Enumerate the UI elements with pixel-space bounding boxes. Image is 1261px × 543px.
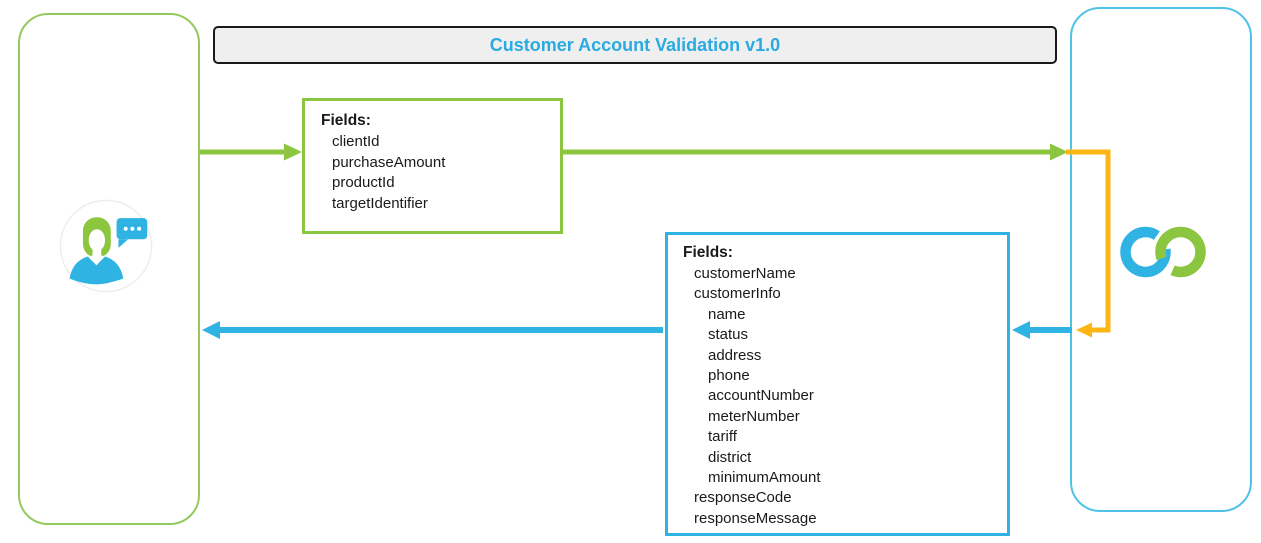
customer-lane: [18, 13, 200, 525]
field-item: accountNumber: [708, 387, 814, 405]
field-item: address: [708, 346, 762, 364]
field-item: targetIdentifier: [332, 194, 428, 212]
field-item: customerName: [694, 265, 796, 282]
request-fields-title: Fields:: [321, 112, 371, 129]
field-item: name: [708, 305, 746, 323]
request-arrowhead-into-system: [1050, 143, 1068, 161]
field-item: district: [708, 448, 752, 466]
field-item: tariff: [708, 428, 737, 446]
diagram-title-bar: Customer Account Validation v1.0: [213, 26, 1057, 64]
field-item: responseCode: [694, 489, 792, 507]
field-item: status: [708, 326, 749, 344]
request-fields-list: clientId purchaseAmount productId targetIde…: [321, 132, 560, 214]
request-fields-box: Fields: clientId purchaseAmount productId t…: [302, 98, 563, 234]
response-fields-box: Fields: customerName customerInfo name stat…: [665, 232, 1010, 536]
field-item: phone: [708, 367, 750, 385]
field-item: purchaseAmount: [332, 153, 446, 171]
response-fields-list: customerName customerInfo name status addres…: [683, 264, 1007, 529]
field-item: customerInfo: [694, 285, 781, 303]
field-item: minimumAmount: [708, 469, 821, 487]
response-fields-title: Fields:: [683, 244, 733, 261]
request-arrowhead-into-box: [284, 143, 302, 161]
field-item: clientId: [332, 133, 380, 150]
field-item: productId: [332, 174, 395, 191]
response-arrowhead-into-customer: [202, 321, 220, 339]
field-item: responseMessage: [694, 509, 817, 527]
response-arrowhead-into-box: [1012, 321, 1030, 339]
page-title: Customer Account Validation v1.0: [489, 34, 781, 55]
system-lane: [1070, 7, 1252, 512]
field-item: meterNumber: [708, 407, 800, 425]
